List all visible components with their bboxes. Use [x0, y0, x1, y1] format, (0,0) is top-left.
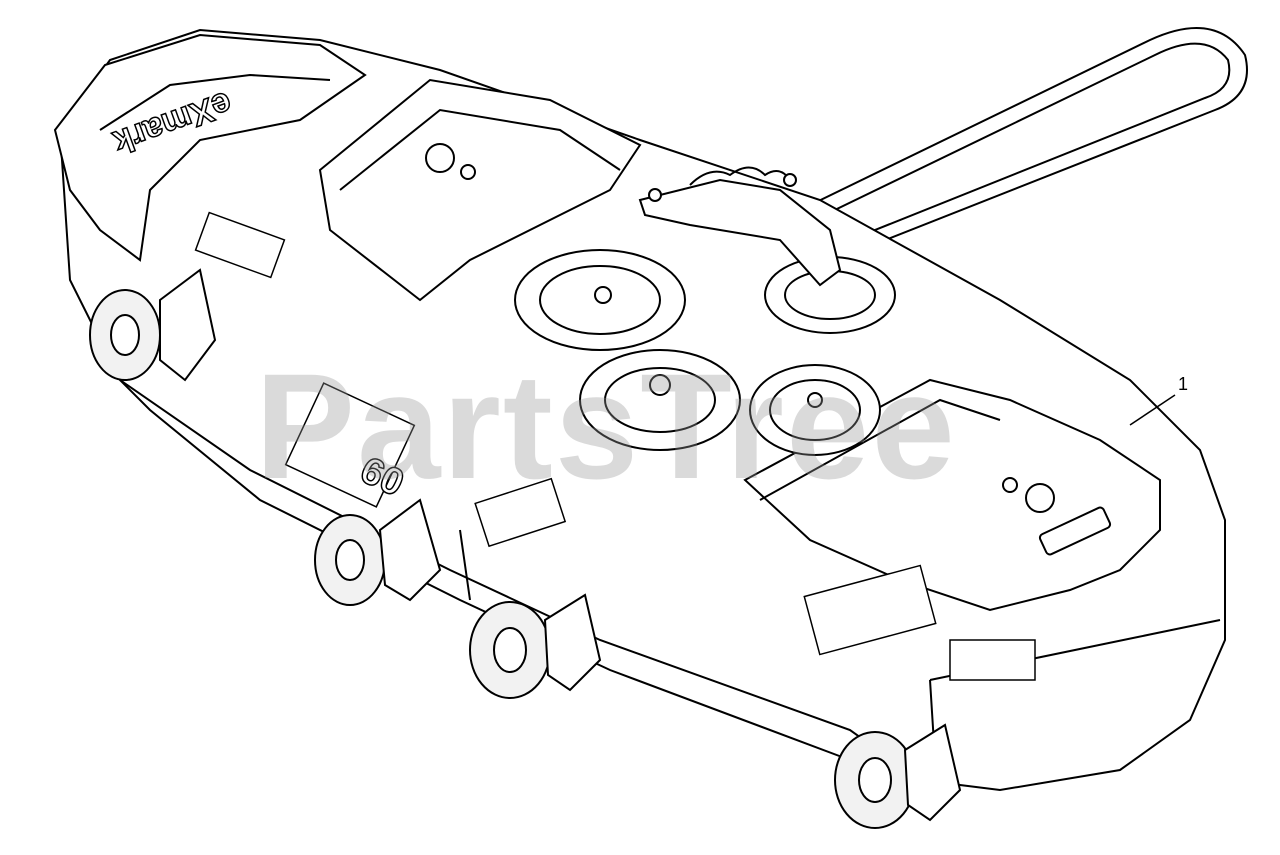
spindle-pulleys — [514, 249, 896, 456]
caster-brackets — [159, 268, 962, 822]
callout-label-1[interactable]: 1 — [1178, 374, 1189, 394]
center-belt-cover — [318, 78, 642, 302]
left-belt-cover — [53, 33, 367, 262]
safety-decal-center — [474, 477, 567, 548]
safety-decals — [194, 211, 1036, 681]
safety-decal-left — [194, 211, 286, 279]
callout-leader-line — [1129, 394, 1176, 426]
belt — [799, 27, 1248, 251]
cutting-height-decal — [803, 564, 937, 656]
safety-decal-right — [949, 639, 1036, 681]
tension-spring — [689, 166, 791, 186]
deck-model-decal: 60 — [284, 382, 416, 508]
idler-arm-assembly — [638, 166, 842, 287]
